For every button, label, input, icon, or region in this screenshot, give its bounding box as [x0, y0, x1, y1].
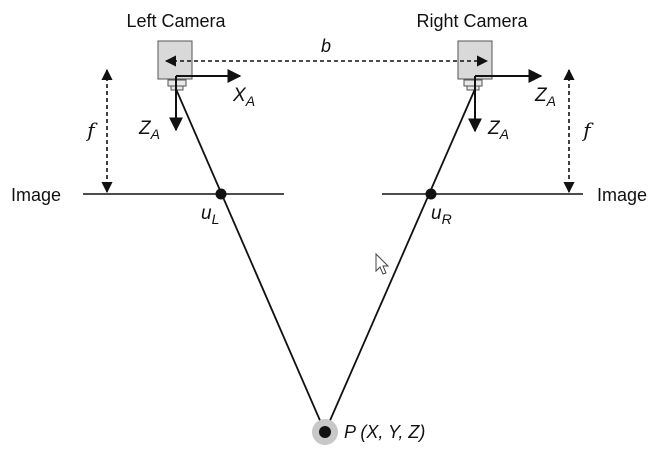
baseline-label: b [321, 36, 331, 56]
left-x-axis-label: XA [232, 85, 255, 109]
right-projection-ray [324, 88, 476, 433]
left-focal-label: f [85, 118, 98, 142]
right-projection-label: uR [431, 203, 452, 227]
world-point [319, 426, 331, 438]
right-z-horizontal-label: ZA [534, 85, 556, 109]
left-projection-label: uL [201, 203, 219, 227]
right-focal-label: f [581, 118, 594, 142]
right-z-vertical-label: ZA [487, 118, 509, 142]
world-point-label: P (X, Y, Z) [344, 422, 425, 442]
right-image-label: Image [597, 185, 647, 205]
left-projection-point [215, 188, 227, 200]
left-image-label: Image [11, 185, 61, 205]
right-camera-title: Right Camera [416, 11, 528, 31]
left-z-axis-label: ZA [138, 118, 160, 142]
mouse-cursor-icon [375, 252, 390, 275]
left-camera-title: Left Camera [126, 11, 226, 31]
right-projection-point [425, 188, 437, 200]
left-projection-ray [175, 88, 326, 433]
